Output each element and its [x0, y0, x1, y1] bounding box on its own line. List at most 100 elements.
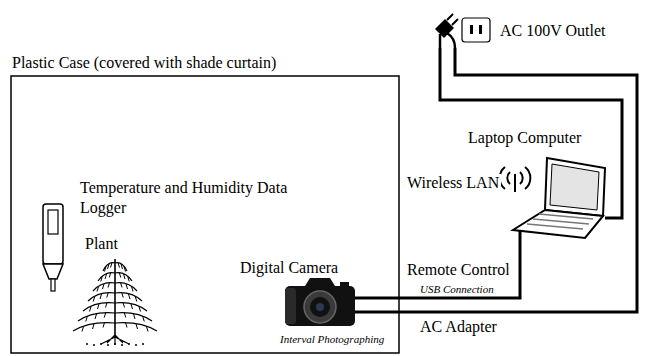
plant-illustration-part — [100, 343, 102, 345]
camera-icon-part — [305, 278, 335, 286]
node-label: Laptop Computer — [468, 128, 615, 148]
plastic-case: Plastic Case (covered with shade curtain… — [10, 48, 400, 354]
plant-illustration-part — [88, 293, 115, 301]
plant-illustration-part — [95, 314, 97, 319]
data-logger-icon-part — [48, 210, 58, 234]
plant-illustration-part — [82, 327, 84, 332]
camera-icon-part — [285, 288, 296, 324]
plant-illustration-part — [147, 327, 149, 332]
plug-and-outlet-icon-part — [470, 25, 473, 34]
plant-illustration-part — [78, 313, 115, 321]
plant-illustration-part — [107, 293, 109, 298]
plant-illustration-part — [124, 267, 126, 272]
node-label: Plant — [85, 235, 165, 253]
plant-illustration-part — [86, 317, 88, 322]
plant-illustration-part — [93, 283, 115, 291]
plant-illustration-part — [132, 287, 134, 292]
plant-illustration-part — [114, 343, 116, 345]
plant-illustration-part — [128, 343, 130, 345]
plant-illustration-part — [73, 323, 115, 331]
plant-illustration-part — [103, 284, 105, 289]
wireless-label: Wireless LAN — [405, 174, 501, 192]
node-label: Digital Camera — [240, 258, 390, 278]
node-label: AC 100V Outlet — [500, 22, 605, 40]
plant-illustration-part — [139, 307, 141, 312]
control-label: Remote Control — [405, 261, 512, 279]
plug-and-outlet-icon-part — [440, 33, 455, 48]
laptop-icon — [465, 148, 615, 243]
cable-line — [390, 48, 637, 312]
plant-illustration-part — [101, 277, 103, 282]
case-outline-part — [11, 76, 399, 353]
cable-line — [440, 48, 622, 218]
plant-illustration-part — [93, 324, 95, 329]
plug-and-outlet-icon-part — [462, 18, 490, 42]
plant-illustration-part — [83, 303, 115, 311]
plant-illustration-part — [115, 303, 147, 311]
plant-illustration — [65, 253, 165, 348]
plant-illustration-part — [105, 267, 107, 272]
plant-illustration-part — [115, 293, 142, 301]
camera-icon — [240, 278, 390, 333]
camera-icon-part — [285, 286, 355, 326]
digital-camera: Digital CameraInterval Photographing — [240, 258, 390, 346]
plant: Plant — [65, 235, 165, 348]
laptop-icon-part — [513, 210, 603, 238]
plant-illustration-part — [108, 283, 110, 288]
plant-illustration-part — [107, 344, 109, 346]
plant-illustration-part — [114, 259, 116, 335]
plant-illustration-part — [103, 263, 115, 271]
plant-illustration-part — [118, 263, 120, 268]
plant-illustration-part — [135, 344, 137, 346]
plant-illustration-part — [129, 294, 131, 299]
plant-illustration-part — [135, 297, 137, 302]
plant-illustration-part — [105, 274, 107, 279]
plant-illustration-part — [123, 303, 125, 308]
laptop-icon-part — [550, 164, 599, 210]
plant-illustration-part — [136, 324, 138, 329]
camera-icon-part — [310, 297, 330, 317]
laptop-icon-part — [527, 214, 593, 229]
plug-and-outlet-icon-part — [479, 25, 482, 34]
plant-illustration-part — [115, 313, 152, 321]
plant-illustration-part — [124, 274, 126, 279]
plant-illustration-part — [93, 344, 95, 346]
plant-illustration-part — [143, 317, 145, 322]
camera-icon-part — [304, 291, 336, 323]
plug-and-outlet-icon-part — [447, 14, 458, 25]
plant-illustration-part — [93, 297, 95, 302]
plant-illustration-part — [90, 307, 92, 312]
plant-illustration-part — [111, 263, 113, 268]
plant-illustration-part — [115, 263, 127, 271]
plant-illustration-part — [122, 293, 124, 298]
plug-and-outlet-icon — [432, 14, 496, 48]
plant-illustration-part — [134, 314, 136, 319]
camera-icon-part — [316, 303, 324, 311]
plant-illustration-part — [126, 284, 128, 289]
edge-label: USB Connection — [418, 283, 496, 295]
edge-label: AC Adapter — [418, 318, 499, 336]
data-logger-icon — [40, 204, 66, 294]
plant-illustration-part — [101, 335, 129, 345]
plant-illustration-part — [100, 294, 102, 299]
data-logger-icon-part — [43, 204, 63, 264]
laptop-icon-part — [500, 167, 531, 189]
node-label: Plastic Case (covered with shade curtain… — [12, 54, 276, 72]
plant-illustration-part — [109, 273, 111, 278]
plant-illustration-part — [108, 264, 110, 269]
plant-illustration-part — [121, 264, 123, 269]
plant-illustration-part — [142, 343, 144, 345]
plant-illustration-part — [121, 344, 123, 346]
plant-illustration-part — [98, 304, 100, 309]
data-logger-icon-part — [51, 279, 55, 291]
plant-illustration-part — [126, 323, 128, 328]
plant-illustration-part — [115, 273, 132, 281]
plant-illustration-part — [86, 343, 88, 345]
plant-illustration-part — [115, 323, 157, 331]
plant-illustration-part — [104, 313, 106, 318]
plant-illustration-part — [124, 313, 126, 318]
plant-illustration-part — [103, 323, 105, 328]
data-logger: Temperature and Humidity Data Logger — [40, 178, 312, 218]
plant-illustration-part — [128, 277, 130, 282]
